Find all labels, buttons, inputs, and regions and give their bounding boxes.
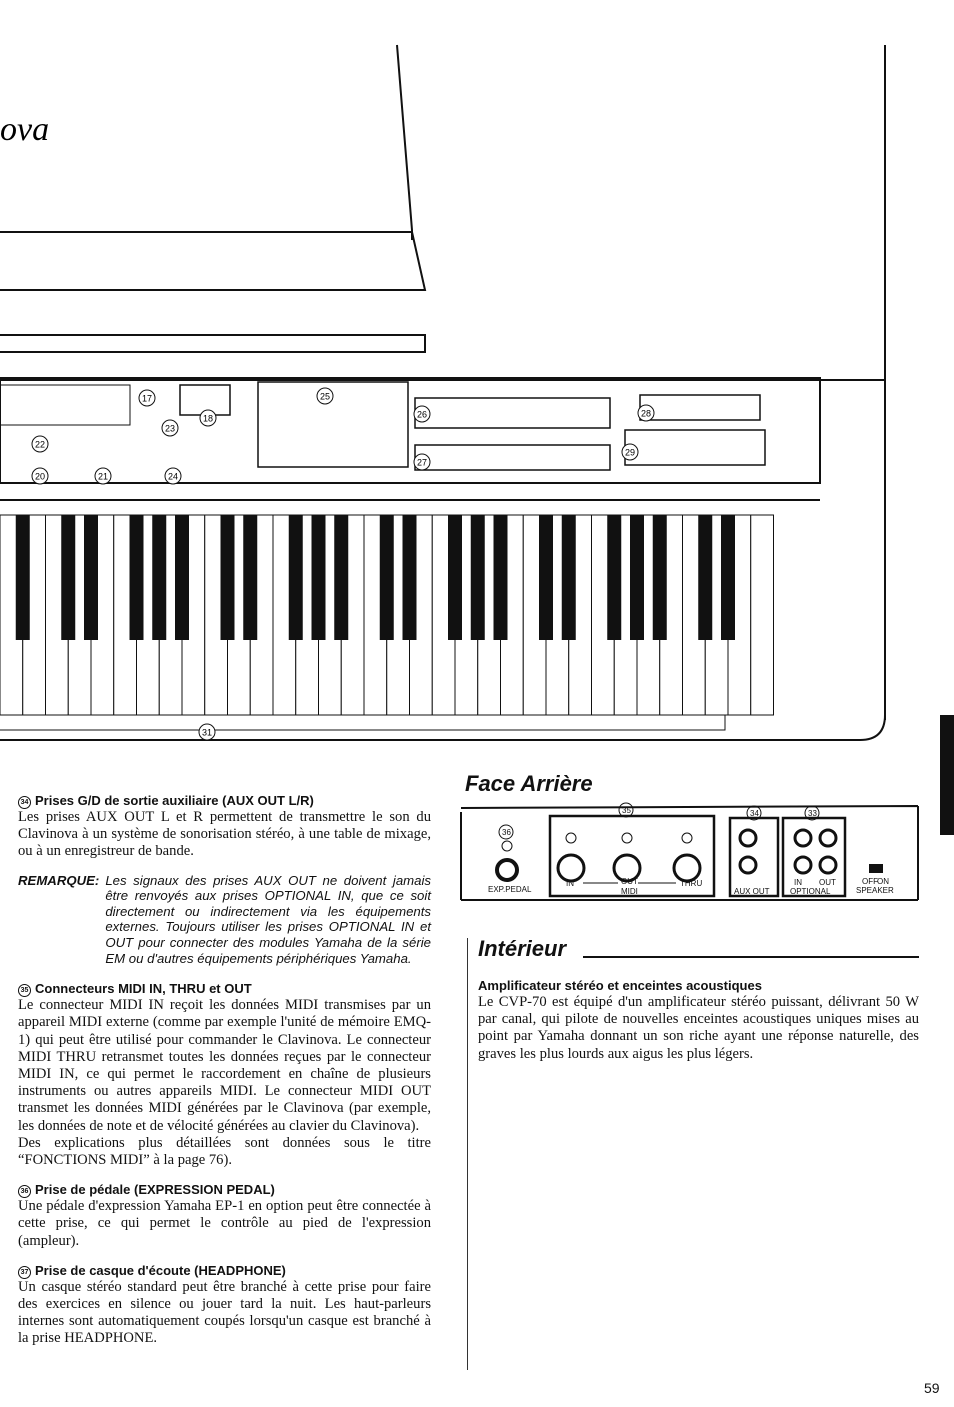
callout-number: 31 (202, 728, 212, 738)
black-key (721, 515, 735, 640)
white-key (750, 514, 774, 716)
paragraph: Le connecteur MIDI IN reçoit les données… (18, 997, 431, 1134)
label-midi: MIDI (621, 887, 638, 896)
callout-circle (413, 453, 431, 471)
black-key (607, 515, 622, 640)
black-key (84, 515, 98, 640)
callout-number: 28 (641, 409, 651, 419)
label-optional-in: IN (794, 878, 802, 887)
paragraph: Le CVP-70 est équipé d'un amplificateur … (478, 994, 919, 1062)
paragraph: Un casque stéréo standard peut être bran… (18, 1278, 431, 1347)
callout-34: 34 (750, 809, 759, 818)
remark: REMARQUE:Les signaux des prises AUX OUT … (18, 872, 431, 966)
black-key (698, 515, 713, 640)
label-midi-in: IN (566, 879, 574, 888)
callout-number: 25 (320, 392, 330, 402)
clavinova-front-illustration: ova 17 18 20 21 22 23 24 25 26 27 28 29 31 (0, 44, 886, 741)
black-key (334, 515, 349, 640)
callout-36: 36 (502, 828, 511, 837)
callout-circle (199, 409, 217, 427)
rear-panel-diagram: 36 35 34 33 EXP.PEDAL IN OUT THRU MIDI A… (460, 802, 919, 901)
interior-title: Intérieur (478, 936, 567, 961)
callout-number: 20 (35, 472, 45, 482)
callout-number: 27 (417, 458, 427, 468)
callout-number: 17 (142, 394, 152, 404)
paragraph: Des explications plus détaillées sont do… (18, 1134, 431, 1168)
callout-circle (138, 389, 156, 407)
black-key (175, 515, 189, 640)
black-key (493, 515, 508, 640)
callout-circle (621, 443, 639, 461)
keyboard (0, 514, 774, 716)
callout-circle (198, 723, 216, 741)
black-key (448, 515, 462, 640)
callout-circle (161, 419, 179, 437)
black-key (311, 515, 326, 640)
black-key (539, 515, 553, 640)
label-midi-out: OUT (621, 877, 638, 886)
black-key (402, 515, 417, 640)
callout-circle (164, 467, 182, 485)
paragraph: Une pédale d'expression Yamaha EP-1 en o… (18, 1198, 431, 1249)
callout-number: 29 (625, 448, 635, 458)
callout-number: 22 (35, 440, 45, 450)
callout-35: 35 (622, 806, 631, 815)
label-on: ON (877, 877, 889, 886)
label-exp-pedal: EXP.PEDAL (488, 885, 532, 894)
callout-number: 18 (203, 414, 213, 424)
label-speaker: SPEAKER (856, 886, 894, 895)
callout-circle (316, 387, 334, 405)
label-aux-out: AUX OUT (734, 887, 770, 896)
callout-33: 33 (808, 809, 817, 818)
column-divider (467, 938, 468, 1370)
rear-title: Face Arrière (465, 771, 593, 796)
black-key (561, 515, 576, 640)
paragraph: Les prises AUX OUT L et R permettent de … (18, 809, 431, 860)
black-key (379, 515, 394, 640)
callout-circle (637, 404, 655, 422)
callout-number: 24 (168, 472, 178, 482)
callout-circle (31, 467, 49, 485)
black-key (243, 515, 258, 640)
logo-fragment: ova (0, 111, 49, 148)
callout-circle (31, 435, 49, 453)
label-off: OFF (862, 877, 878, 886)
label-optional: OPTIONAL (790, 887, 831, 896)
heading-amplifier: Amplificateur stéréo et enceintes acoust… (478, 978, 762, 993)
callout-number: 26 (417, 410, 427, 420)
callout-circle (413, 405, 431, 423)
callout-number: 21 (98, 472, 108, 482)
label-midi-thru: THRU (680, 879, 702, 888)
page-number: 59 (924, 1380, 940, 1396)
section-tab (940, 715, 954, 835)
black-key (652, 515, 667, 640)
black-key (129, 515, 144, 640)
right-column: Amplificateur stéréo et enceintes acoust… (478, 977, 919, 1075)
callout-number: 23 (165, 424, 175, 434)
black-key (630, 515, 644, 640)
black-key (61, 515, 76, 640)
callout-circle (94, 467, 112, 485)
black-key (470, 515, 485, 640)
black-key (152, 515, 167, 640)
label-optional-out: OUT (819, 878, 836, 887)
black-key (220, 515, 235, 640)
black-key (15, 515, 30, 640)
black-key (288, 515, 303, 640)
title-rule (583, 956, 919, 958)
